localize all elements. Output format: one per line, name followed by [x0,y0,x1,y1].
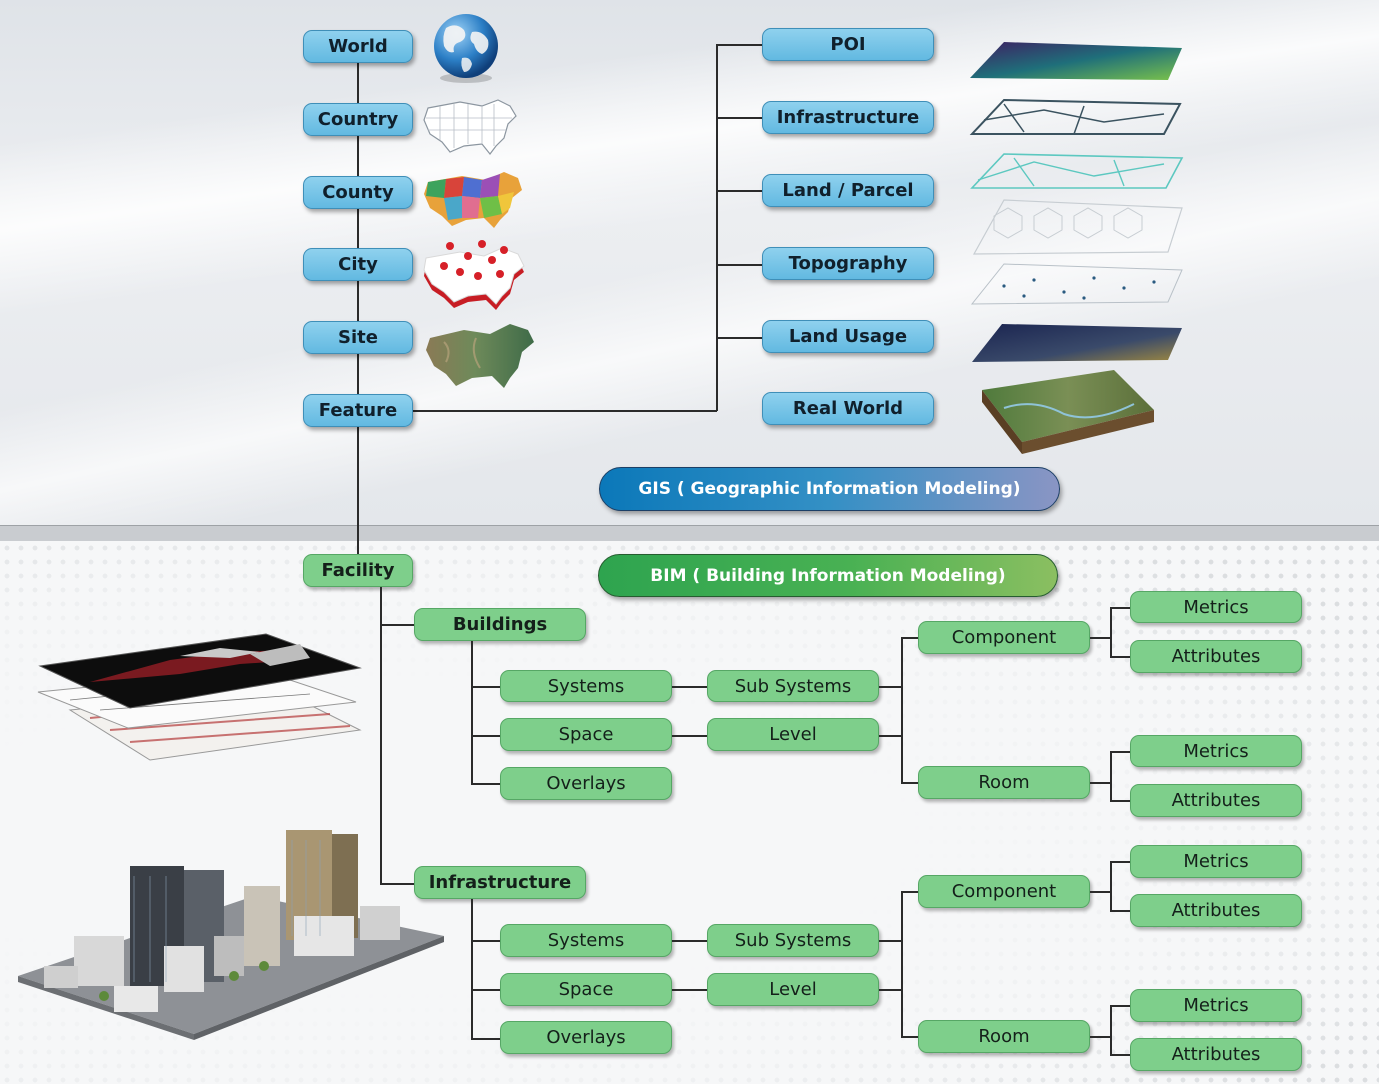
level-city: City [303,248,413,281]
node-label: Metrics [1183,740,1249,762]
node-label: Attributes [1171,646,1261,667]
node-label: Level [769,979,817,1000]
level-label: World [328,36,388,57]
buildings-room-metrics: Metrics [1130,735,1302,767]
facility-node: Facility [303,554,413,587]
infrastructure-room: Room [918,1020,1090,1053]
level-label: City [338,254,378,275]
bim-banner-label: BIM ( Building Information Modeling) [650,565,1006,586]
layer-poi: POI [762,28,934,61]
infrastructure-sub-systems: Sub Systems [707,924,879,957]
stacked-gis-layers-image [969,42,1184,454]
branch-label: Buildings [452,614,548,635]
gis-banner-label: GIS ( Geographic Information Modeling) [638,479,1021,499]
node-label: Component [951,881,1057,902]
buildings-component-metrics: Metrics [1130,591,1302,623]
infrastructure-component-attributes: Attributes [1130,894,1302,927]
layer-land-parcel: Land / Parcel [762,174,934,207]
layer-label: Land Usage [788,326,908,347]
gis-background [0,0,1379,525]
branch-infrastructure: Infrastructure [414,866,586,899]
facility-label: Facility [321,560,395,581]
node-label: Sub Systems [734,675,852,697]
layer-label: Land / Parcel [782,180,914,201]
level-label: Site [338,327,378,348]
infrastructure-space: Space [500,973,672,1006]
node-label: Room [978,1026,1030,1047]
3d-city-model-image [18,830,444,1040]
buildings-component-attributes: Attributes [1130,640,1302,673]
buildings-sub-systems: Sub Systems [707,670,879,702]
facility-trunk-connector [380,587,382,885]
layer-infrastructure: Infrastructure [762,101,934,134]
buildings-level: Level [707,718,879,751]
infrastructure-level: Level [707,973,879,1006]
level-world: World [303,30,413,63]
bim-banner: BIM ( Building Information Modeling) [598,554,1058,597]
node-label: Space [558,724,614,745]
node-label: Systems [547,675,625,697]
node-label: Level [769,724,817,745]
layer-label: POI [830,34,866,55]
infrastructure-room-attributes: Attributes [1130,1038,1302,1071]
level-site: Site [303,321,413,354]
us-county-color-map-icon [424,172,522,228]
section-divider [0,525,1379,542]
level-country: Country [303,103,413,136]
node-label: Metrics [1183,851,1249,872]
node-label: Overlays [546,773,626,794]
globe-icon [434,14,498,83]
level-feature: Feature [303,394,413,427]
infrastructure-component-metrics: Metrics [1130,845,1302,878]
branch-label: Infrastructure [428,872,572,893]
buildings-space: Space [500,718,672,751]
level-label: County [322,182,394,203]
layer-real-world: Real World [762,392,934,425]
node-label: Room [978,772,1030,793]
node-label: Systems [547,930,625,951]
buildings-room: Room [918,766,1090,799]
infrastructure-systems: Systems [500,924,672,957]
layer-label: Topography [788,253,908,274]
layer-land-usage: Land Usage [762,320,934,353]
node-label: Space [558,979,614,1000]
node-label: Attributes [1171,900,1261,921]
node-label: Metrics [1183,596,1249,618]
layer-label: Real World [792,398,904,419]
layer-label: Infrastructure [776,107,920,128]
us-map-pins-icon [423,240,525,310]
layer-topography: Topography [762,247,934,280]
infrastructure-overlays: Overlays [500,1021,672,1054]
gis-trunk-connector [357,62,359,554]
level-county: County [303,176,413,209]
level-label: Feature [318,400,398,421]
infrastructure-component: Component [918,875,1090,908]
buildings-systems: Systems [500,670,672,702]
feature-connector [413,410,717,412]
node-label: Overlays [546,1027,626,1048]
branch-buildings: Buildings [414,608,586,641]
node-label: Metrics [1183,995,1249,1016]
stacked-floorplan-layers-image [37,633,362,761]
buildings-room-attributes: Attributes [1130,784,1302,817]
node-label: Component [951,627,1057,648]
layers-trunk-connector [716,44,718,411]
node-label: Sub Systems [734,930,852,951]
infrastructure-room-metrics: Metrics [1130,989,1302,1022]
us-outline-map-icon [423,99,517,155]
buildings-overlays: Overlays [500,767,672,800]
us-terrain-map-icon [426,324,534,388]
level-label: Country [317,109,399,130]
buildings-component: Component [918,621,1090,654]
gis-banner: GIS ( Geographic Information Modeling) [599,467,1060,511]
node-label: Attributes [1171,1044,1261,1065]
node-label: Attributes [1171,790,1261,811]
